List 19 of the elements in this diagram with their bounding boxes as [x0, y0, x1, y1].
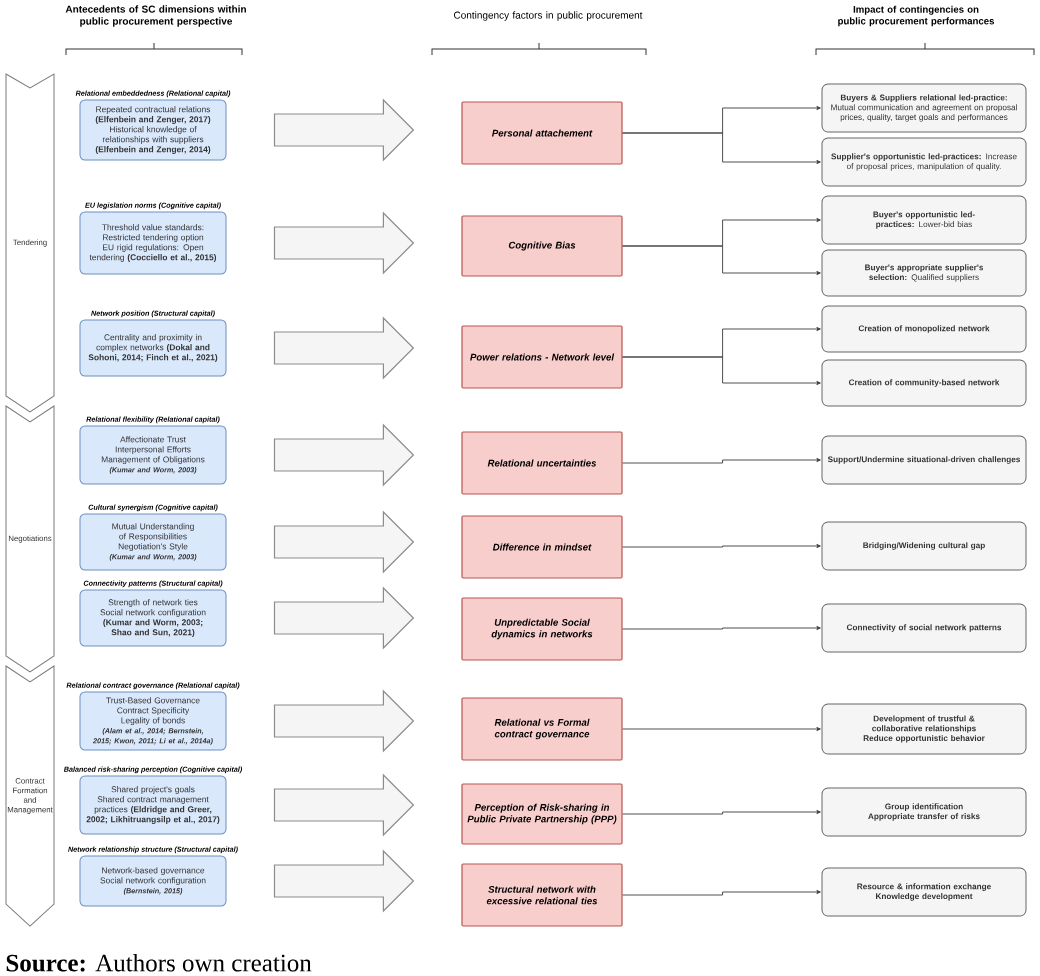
- arrow: [622, 626, 821, 630]
- arrow: [622, 890, 821, 896]
- block-arrow: [273, 849, 415, 913]
- block-arrow: [273, 211, 415, 275]
- block-arrow: [273, 98, 415, 162]
- arrow: [622, 245, 821, 275]
- block-arrow: [273, 423, 415, 487]
- block-arrow: [273, 586, 415, 650]
- arrow: [622, 810, 821, 815]
- arrow: [622, 132, 821, 164]
- arrow: [622, 544, 821, 548]
- block-arrow: [273, 689, 415, 753]
- arrow: [622, 727, 821, 731]
- arrow: [622, 356, 821, 385]
- block-arrow: [273, 510, 415, 574]
- block-arrow: [273, 316, 415, 380]
- arrow: [622, 458, 821, 464]
- source-caption: Source: Authors own creation: [6, 953, 312, 972]
- block-arrow: [273, 773, 415, 837]
